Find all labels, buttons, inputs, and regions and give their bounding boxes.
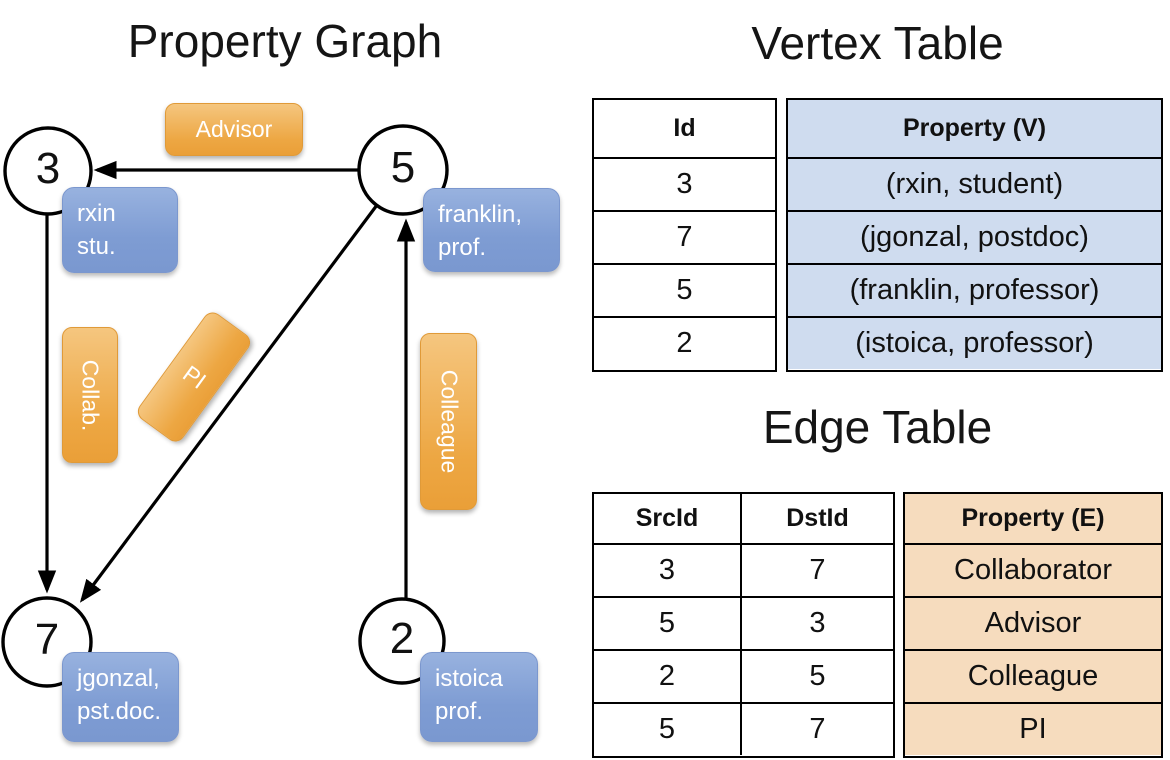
edge-table-header-dstid: DstId — [786, 504, 849, 532]
edge-src-cell: 3 — [594, 545, 742, 596]
property-graph-title: Property Graph — [127, 15, 443, 67]
table-row: (istoica, professor) — [788, 316, 1161, 369]
vertex-property-box-5: franklin, prof. — [423, 188, 560, 272]
node-3-label: 3 — [35, 144, 61, 193]
edge-src-cell: 2 — [594, 651, 742, 702]
edge-dst-cell: 7 — [809, 713, 826, 745]
edge-table-title: Edge Table — [762, 401, 993, 453]
edge-property-cell: Advisor — [984, 607, 1082, 639]
edge-src-cell: 5 — [594, 704, 742, 755]
vertex-table-header-id: Id — [673, 114, 696, 142]
node-2-label: 2 — [389, 614, 415, 663]
table-row: 5 7 — [594, 702, 893, 755]
vertex-id-cell: 2 — [676, 327, 693, 359]
edge-property-cell: Colleague — [967, 660, 1099, 692]
vertex-property-line: istoica — [435, 665, 504, 692]
vertex-table-header-property: Property (V) — [902, 114, 1047, 142]
edge-dst-cell: 5 — [809, 660, 826, 692]
edge-label-collab: Collab. — [62, 327, 118, 463]
vertex-property-line: franklin, — [438, 201, 523, 228]
vertex-property-line: rxin — [77, 200, 116, 227]
vertex-property-line: pst.doc. — [77, 698, 162, 725]
edge-property-cell: Collaborator — [954, 554, 1112, 586]
table-row: Colleague — [905, 649, 1161, 702]
edge-dst-cell: 3 — [809, 607, 826, 639]
edge-arrow-5-to-7 — [79, 204, 379, 603]
table-row: Advisor — [905, 596, 1161, 649]
vertex-property-line: prof. — [438, 234, 487, 261]
vertex-property-line: jgonzal, — [77, 665, 160, 692]
edge-table-id-columns: SrcId DstId 3 7 5 3 2 5 5 7 — [592, 492, 895, 758]
table-row: Collaborator — [905, 543, 1161, 596]
table-row: 2 5 — [594, 649, 893, 702]
edge-src-cell: 5 — [594, 598, 742, 649]
vertex-id-cell: 3 — [676, 168, 693, 200]
node-7-label: 7 — [34, 615, 60, 664]
edge-label-text: Colleague — [436, 369, 462, 474]
edge-label-text: Advisor — [195, 116, 273, 142]
edge-label-text: PI — [177, 359, 211, 394]
vertex-property-box-7: jgonzal, pst.doc. — [62, 652, 179, 742]
edge-table-header-property: Property (E) — [961, 504, 1105, 532]
vertex-property-cell: (jgonzal, postdoc) — [860, 221, 1089, 253]
vertex-property-cell: (franklin, professor) — [849, 274, 1100, 306]
vertex-table-title: Vertex Table — [751, 17, 1004, 69]
table-row: (jgonzal, postdoc) — [788, 210, 1161, 263]
vertex-property-line: prof. — [435, 698, 484, 725]
vertex-property-box-3: rxin stu. — [62, 187, 178, 273]
edge-dst-cell: 7 — [809, 554, 826, 586]
edge-table-header-srcid: SrcId — [594, 494, 742, 543]
table-row: 2 — [594, 316, 775, 369]
vertex-id-cell: 5 — [676, 274, 693, 306]
vertex-table-property-column: Property (V) (rxin, student) (jgonzal, p… — [786, 98, 1163, 372]
vertex-property-line: stu. — [77, 233, 116, 260]
vertex-property-cell: (istoica, professor) — [855, 327, 1094, 359]
table-row: 7 — [594, 210, 775, 263]
edge-label-advisor: Advisor — [165, 103, 303, 156]
edge-property-cell: PI — [1019, 713, 1047, 745]
table-row: PI — [905, 702, 1161, 755]
table-row: 3 7 — [594, 543, 893, 596]
table-row: 5 3 — [594, 596, 893, 649]
vertex-property-cell: (rxin, student) — [885, 168, 1064, 200]
vertex-table-id-column: Id 3 7 5 2 — [592, 98, 777, 372]
table-row: 5 — [594, 263, 775, 316]
table-row: (franklin, professor) — [788, 263, 1161, 316]
table-row: (rxin, student) — [788, 157, 1161, 210]
vertex-id-cell: 7 — [676, 221, 693, 253]
edge-label-colleague: Colleague — [420, 333, 477, 510]
edge-label-text: Collab. — [77, 359, 104, 431]
node-5-label: 5 — [390, 143, 416, 192]
vertex-property-box-2: istoica prof. — [420, 652, 538, 742]
edge-table-property-column: Property (E) Collaborator Advisor Collea… — [903, 492, 1163, 758]
table-row: 3 — [594, 157, 775, 210]
